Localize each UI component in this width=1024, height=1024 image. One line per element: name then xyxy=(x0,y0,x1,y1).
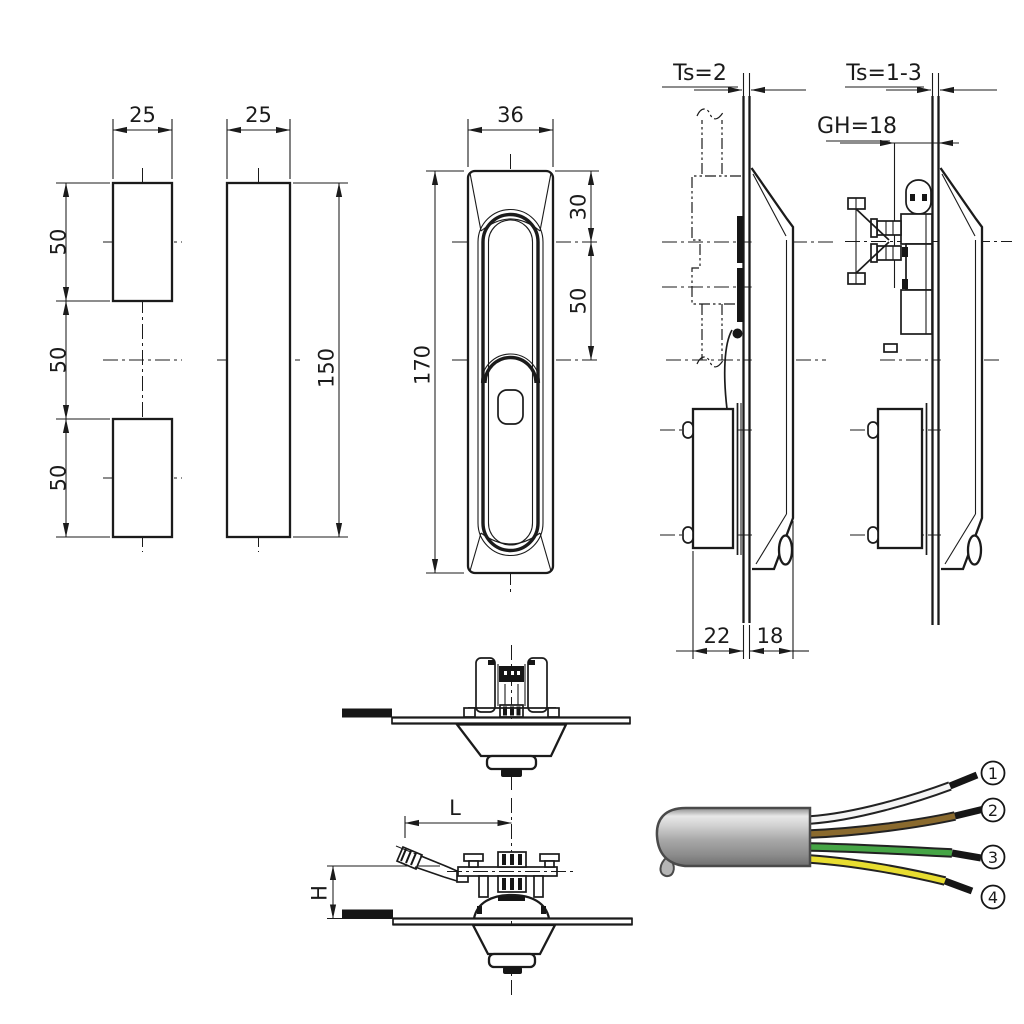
view-section-closed xyxy=(342,645,631,793)
circle-icon xyxy=(980,884,1006,910)
swung-lever xyxy=(395,845,469,883)
wire-number-1: 1 xyxy=(980,760,1006,786)
label-door-thickness-a: Ts=2 xyxy=(672,61,727,86)
handle-grip-top xyxy=(483,355,538,384)
dim-cutout-width: 25 xyxy=(129,103,156,127)
lock-button xyxy=(497,389,524,425)
view-side-section-b: Ts=1-3 GH=18 xyxy=(817,61,1012,625)
phantom-lock-insert xyxy=(691,108,741,368)
wire-number-label: 1 xyxy=(988,764,998,783)
back-box-b xyxy=(876,407,924,550)
cutout-hole-bottom xyxy=(111,417,174,539)
clamp-mechanism xyxy=(847,179,933,353)
locking-cam-closed xyxy=(342,708,392,718)
housing-post xyxy=(475,657,496,713)
latch-roller xyxy=(777,534,794,566)
back-box-a xyxy=(691,407,735,550)
dim-spacing-1: 50 xyxy=(46,229,70,256)
fixing-screw xyxy=(867,421,879,439)
wire-number-4: 4 xyxy=(980,884,1006,910)
cable-illustration: 1 2 3 4 xyxy=(655,760,1006,910)
view-side-section-a: Ts=2 xyxy=(660,61,836,659)
handle-recess-outline xyxy=(477,208,544,557)
dim-mid-offset: 50 xyxy=(566,288,590,315)
wire-tip xyxy=(951,849,982,862)
wire-3-green xyxy=(809,842,982,862)
dim-spacing-3: 50 xyxy=(46,465,70,492)
front-escutcheon xyxy=(454,723,568,758)
dim-handle-height: 170 xyxy=(410,345,434,385)
dim-slot-width: 25 xyxy=(245,103,272,127)
circle-icon xyxy=(980,760,1006,786)
fixing-screw xyxy=(867,526,879,544)
circle-icon xyxy=(980,844,1006,870)
wire-number-3: 3 xyxy=(980,844,1006,870)
wire-number-2: 2 xyxy=(980,797,1006,823)
front-escutcheon xyxy=(471,923,557,956)
wire-4-yellow xyxy=(809,854,974,895)
wire-number-label: 2 xyxy=(988,801,998,820)
fixing-screw xyxy=(682,421,694,439)
mounting-clip xyxy=(737,216,744,263)
wire-2-brown xyxy=(809,805,985,839)
view-handle-front: 36 170 30 50 xyxy=(410,103,599,592)
locking-cam-open xyxy=(342,909,393,919)
view-section-open: L H xyxy=(307,796,633,998)
handle-bezel xyxy=(466,169,555,575)
dim-lever-height: H xyxy=(307,885,331,901)
spring-pin xyxy=(732,328,743,339)
view-cutout-two-holes: 25 50 50 50 xyxy=(46,103,182,552)
label-grip-height: GH=18 xyxy=(817,114,897,139)
view-cutout-slot: 25 150 xyxy=(217,103,348,552)
dim-front-depth: 18 xyxy=(757,624,784,648)
cable-sheath xyxy=(655,806,812,868)
wire-tip xyxy=(948,771,979,790)
wire-number-label: 4 xyxy=(988,888,998,907)
handle-profile-a xyxy=(750,167,795,571)
dim-rear-depth: 22 xyxy=(704,624,731,648)
cutout-hole-top xyxy=(111,181,174,303)
dim-top-offset: 30 xyxy=(566,194,590,221)
open-mechanism xyxy=(447,851,577,919)
cutout-slot-rect xyxy=(225,181,292,539)
circle-icon xyxy=(980,797,1006,823)
dim-slot-length: 150 xyxy=(314,348,338,388)
label-door-thickness-b: Ts=1-3 xyxy=(845,61,922,86)
wire-tip xyxy=(954,805,985,820)
dim-spacing-2: 50 xyxy=(46,347,70,374)
wire-1-white xyxy=(809,771,979,825)
wire-tip xyxy=(943,877,974,895)
latch-roller xyxy=(966,534,983,566)
fixing-screw xyxy=(682,526,694,544)
dim-handle-width: 36 xyxy=(497,103,524,127)
wire-number-label: 3 xyxy=(988,848,998,867)
dim-lever-length: L xyxy=(449,796,461,820)
handle-profile-b xyxy=(939,167,984,571)
clamp-bolt xyxy=(876,245,902,261)
housing-post xyxy=(527,657,548,713)
